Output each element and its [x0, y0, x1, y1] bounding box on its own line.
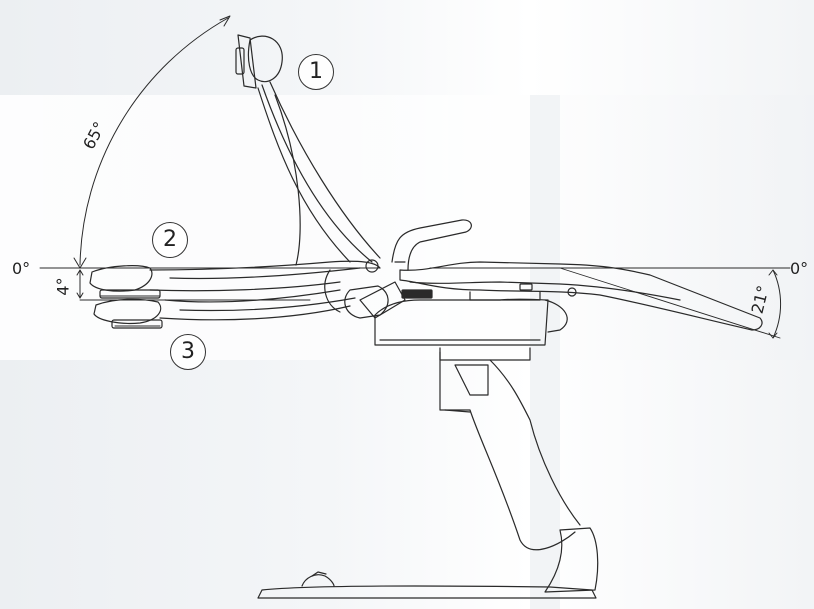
angle-zero-left-label: 0° — [12, 259, 31, 278]
arc-65 — [79, 17, 229, 266]
twenty-one-degree-line — [559, 267, 781, 339]
angle-4-label: 4° — [53, 277, 73, 296]
background-column — [530, 95, 560, 609]
arc-arrow-top — [219, 15, 231, 27]
hinge-mechanism — [324, 259, 406, 319]
position-2-label: 2 — [152, 222, 188, 258]
armrest — [391, 219, 472, 271]
backrest-position-3 — [93, 289, 356, 329]
angle-4-marker — [76, 269, 84, 299]
seat-base — [374, 298, 568, 346]
angle-21-marker — [768, 269, 782, 339]
backrest-position-1 — [235, 34, 381, 266]
position-3-label: 3 — [170, 334, 206, 370]
position-1-label: 1 — [298, 54, 334, 90]
backrest-position-2 — [89, 260, 381, 299]
seat — [399, 261, 763, 331]
angle-arc-65 — [73, 15, 231, 269]
headrest-details — [99, 295, 161, 327]
pedestal — [439, 347, 599, 593]
background-band — [0, 95, 814, 360]
arc-arrow-bottom — [73, 257, 87, 269]
angle-zero-right-label: 0° — [790, 259, 809, 278]
base-plate — [257, 571, 597, 599]
